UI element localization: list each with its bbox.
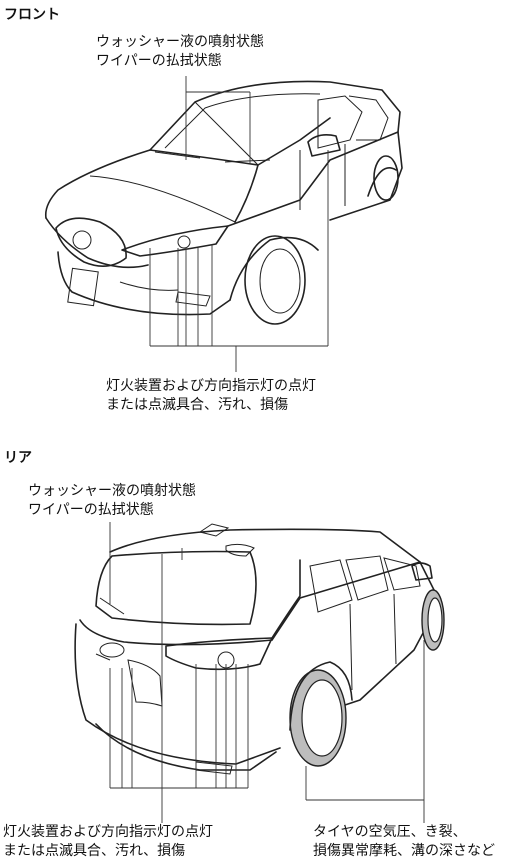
front-car-illustration	[44, 80, 403, 325]
rear-leader-lines	[109, 522, 425, 823]
front-leader-lines	[149, 76, 329, 372]
rear-heading: リア	[4, 450, 32, 466]
rear-washer-line-2: ワイパーの払拭状態	[28, 502, 154, 518]
front-washer-line-1: ウォッシャー液の噴射状態	[96, 34, 264, 50]
front-washer-line-2: ワイパーの払拭状態	[96, 53, 222, 69]
rear-tire-label: タイヤの空気圧、き裂、 損傷異常摩耗、溝の深さなど	[313, 823, 495, 861]
front-heading: フロント	[4, 7, 60, 23]
front-lights-line-1: 灯火装置および方向指示灯の点灯	[106, 378, 316, 394]
front-lights-line-2: または点滅具合、汚れ、損傷	[106, 397, 289, 413]
rear-washer-line-1: ウォッシャー液の噴射状態	[28, 483, 196, 499]
rear-tire-line-2: 損傷異常摩耗、溝の深さなど	[313, 843, 495, 859]
rear-tire-line-1: タイヤの空気圧、き裂、	[313, 824, 467, 840]
rear-lights-line-2: または点滅具合、汚れ、損傷	[3, 843, 186, 859]
rear-lights-label: 灯火装置および方向指示灯の点灯 または点滅具合、汚れ、損傷	[3, 823, 213, 861]
rear-car-illustration	[74, 523, 445, 775]
rear-washer-wiper-label: ウォッシャー液の噴射状態 ワイパーの払拭状態	[28, 482, 196, 520]
rear-lights-line-1: 灯火装置および方向指示灯の点灯	[3, 824, 213, 840]
front-washer-wiper-label: ウォッシャー液の噴射状態 ワイパーの払拭状態	[96, 33, 264, 71]
front-lights-label: 灯火装置および方向指示灯の点灯 または点滅具合、汚れ、損傷	[106, 377, 316, 415]
